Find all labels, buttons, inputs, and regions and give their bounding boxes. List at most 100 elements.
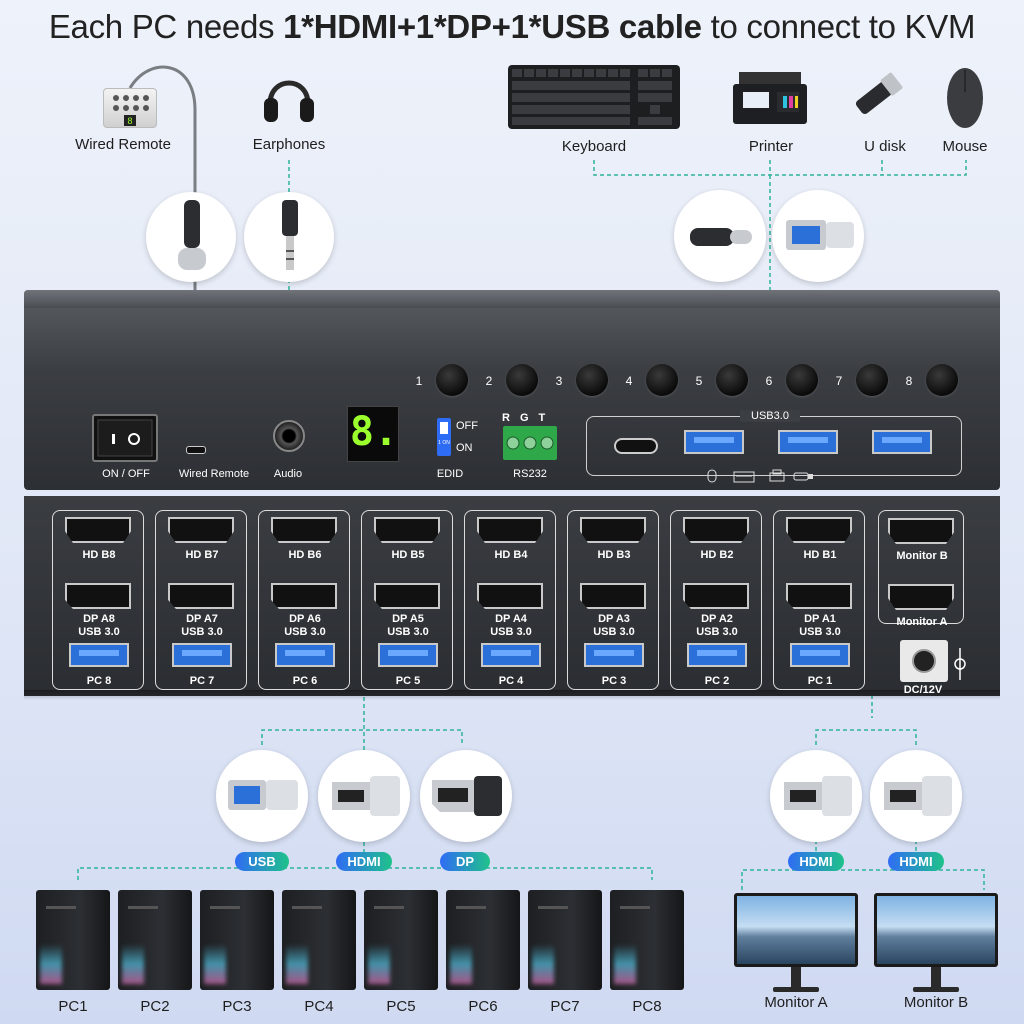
- dp-input-port[interactable]: [374, 583, 440, 609]
- hdmi-input-port[interactable]: [580, 517, 646, 543]
- pc-label: PC3: [222, 998, 252, 1015]
- printer-icon: [733, 72, 807, 124]
- hdmi-input-port[interactable]: [786, 517, 852, 543]
- hdmi-port-label: HD B7: [185, 549, 219, 561]
- usb-input-port[interactable]: [584, 643, 644, 667]
- pc-tower: [446, 890, 520, 990]
- usb-input-port[interactable]: [378, 643, 438, 667]
- usb-input-port[interactable]: [172, 643, 232, 667]
- usb-port-label: USB 3.0: [78, 626, 120, 638]
- audio-port[interactable]: [273, 420, 305, 452]
- pc-6-button[interactable]: [786, 364, 818, 396]
- usb-c-plug-icon: [690, 228, 752, 246]
- pc-4-button[interactable]: [646, 364, 678, 396]
- hdmi-badge: HDMI: [336, 852, 392, 871]
- earphones-label: Earphones: [252, 136, 326, 153]
- rs232-pin-r: R: [502, 412, 520, 424]
- usb-cable-circle: [216, 750, 308, 842]
- wired-remote-device: 8: [103, 88, 157, 128]
- pc-5-button[interactable]: [716, 364, 748, 396]
- pc-1-button[interactable]: [436, 364, 468, 396]
- dp-input-port[interactable]: [65, 583, 131, 609]
- pc-7-button[interactable]: [856, 364, 888, 396]
- usb-a-port-3[interactable]: [872, 430, 932, 454]
- printer-device: [733, 68, 807, 130]
- dp-port-label: DP A6: [289, 613, 321, 625]
- pc-group-label: PC 7: [189, 675, 215, 687]
- monitor-a-hdmi-port[interactable]: [888, 584, 954, 610]
- dp-port-label: DP A2: [701, 613, 733, 625]
- dp-input-port[interactable]: [786, 583, 852, 609]
- dc-power-port[interactable]: [900, 640, 948, 682]
- pc-tower: [282, 890, 356, 990]
- pc-tower: [528, 890, 602, 990]
- dp-cable-circle: [420, 750, 512, 842]
- dip-text: 1 ON: [438, 440, 450, 446]
- dp-port-label: DP A3: [598, 613, 630, 625]
- headline-post: to connect to KVM: [701, 8, 976, 45]
- udisk-label: U disk: [864, 138, 906, 155]
- hdmi-cable-circle: [318, 750, 410, 842]
- dp-port-label: DP A5: [392, 613, 424, 625]
- hdmi-input-port[interactable]: [65, 517, 131, 543]
- monitor-b-label: Monitor B: [903, 994, 969, 1011]
- pc-8-button[interactable]: [926, 364, 958, 396]
- usb3-label: USB3.0: [740, 410, 800, 422]
- rs232-label: RS232: [513, 468, 547, 480]
- audio-jack-circle: [244, 192, 334, 282]
- usb-input-port[interactable]: [790, 643, 850, 667]
- hdmi-input-port[interactable]: [374, 517, 440, 543]
- usb-a-port-2[interactable]: [778, 430, 838, 454]
- dp-port-label: DP A4: [495, 613, 527, 625]
- usb-c-port[interactable]: [614, 438, 658, 454]
- dp-input-port[interactable]: [580, 583, 646, 609]
- wired-remote-port[interactable]: [186, 446, 206, 454]
- monitor-a-label: Monitor A: [764, 994, 828, 1011]
- keyboard-icon: [733, 471, 755, 483]
- dp-input-port[interactable]: [271, 583, 337, 609]
- hdmi-input-port[interactable]: [477, 517, 543, 543]
- usb-input-port[interactable]: [481, 643, 541, 667]
- rs232-terminal[interactable]: [503, 426, 557, 460]
- peripheral-bracket: [593, 160, 967, 176]
- button-1-label: 1: [415, 374, 423, 388]
- hdmi-input-port[interactable]: [271, 517, 337, 543]
- usb-port-label: USB 3.0: [490, 626, 532, 638]
- usb-input-port[interactable]: [69, 643, 129, 667]
- hdmi-input-port[interactable]: [168, 517, 234, 543]
- usb-badge: USB: [235, 852, 289, 871]
- button-4-label: 4: [625, 374, 633, 388]
- dp-input-port[interactable]: [477, 583, 543, 609]
- power-switch[interactable]: [92, 414, 158, 462]
- usb-a-port-1[interactable]: [684, 430, 744, 454]
- pc-group-label: PC 1: [807, 675, 833, 687]
- headline-pre: Each PC needs: [48, 8, 284, 45]
- usb-c-connector-circle: [146, 192, 236, 282]
- hdmi-input-port[interactable]: [683, 517, 749, 543]
- remote-cable: [128, 65, 197, 420]
- pc-label: PC2: [140, 998, 170, 1015]
- pc-group-label: PC 4: [498, 675, 524, 687]
- dp-input-port[interactable]: [168, 583, 234, 609]
- monitor-a-screen: [734, 893, 858, 967]
- dp-input-port[interactable]: [683, 583, 749, 609]
- wired-remote-port-label: Wired Remote: [178, 468, 250, 480]
- button-3-label: 3: [555, 374, 563, 388]
- udisk-icon: [793, 472, 813, 481]
- pc-3-button[interactable]: [576, 364, 608, 396]
- hdmi-port-label: HD B5: [391, 549, 425, 561]
- pc-label: PC5: [386, 998, 416, 1015]
- headline: Each PC needs 1*HDMI+1*DP+1*USB cable to…: [0, 8, 1024, 46]
- dp-port-label: DP A7: [186, 613, 218, 625]
- rs232-pins: RGT: [502, 412, 552, 424]
- pc-2-button[interactable]: [506, 364, 538, 396]
- monitor-b-hdmi-port[interactable]: [888, 518, 954, 544]
- usb-input-port[interactable]: [687, 643, 747, 667]
- keyboard-icon: [512, 69, 672, 125]
- edid-dip-switch[interactable]: 1 ON: [437, 418, 451, 456]
- pc-group-label: PC 2: [704, 675, 730, 687]
- usb-input-port[interactable]: [275, 643, 335, 667]
